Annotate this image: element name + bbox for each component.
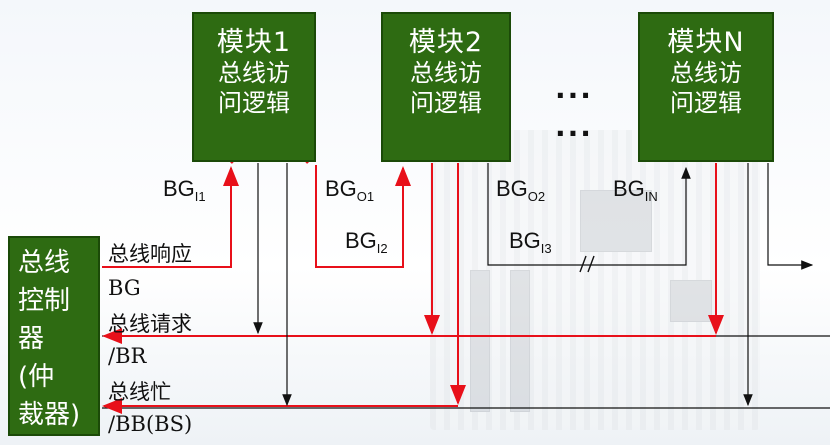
signal-bg-o2: BGO2 [496,176,546,204]
module-1-box: 模块1 总线访 问逻辑 [192,12,316,162]
bus-controller-box: 总线 控制 器 (仲 裁器) [8,236,100,436]
bg-o2-in-wire [487,163,691,266]
bg-o1-i2-wire [315,165,411,268]
module-n-box: 模块N 总线访 问逻辑 [638,12,774,162]
module-n-title: 模块N [667,27,745,58]
module-2-line2: 问逻辑 [410,89,482,117]
module-2-box: 模块2 总线访 问逻辑 [381,12,511,162]
bg-out-wire [767,163,814,270]
module-1-title: 模块1 [216,27,292,58]
module-n-line2: 问逻辑 [670,89,742,117]
bus-busy-label: 总线忙 [108,380,171,404]
bus-response-signal: BG [108,276,141,300]
signal-bg-in: BGIN [613,176,658,204]
signal-bg-i3: BGI3 [509,228,552,256]
controller-line1: 总线 [18,248,71,278]
controller-line4: (仲 [18,362,55,392]
chipset-graphic [670,280,712,322]
signal-bg-i1: BGI1 [163,176,206,204]
controller-line2: 控制 [18,286,71,316]
controller-line3: 器 [18,324,45,354]
motherboard-background-image [430,130,760,430]
ellipsis-2: ... [555,110,593,143]
controller-line5: 裁器) [18,400,81,430]
module-1-line2: 问逻辑 [218,89,290,117]
slot-graphic [470,270,490,412]
signal-bg-o1: BGO1 [325,176,375,204]
module-1-line1: 总线访 [218,59,290,87]
slot-graphic [510,270,530,412]
bus-response-label: 总线响应 [108,242,192,266]
module-n-line1: 总线访 [670,59,742,87]
bus-busy-signal: /BB(BS) [108,412,193,436]
bus-request-signal: /BR [108,344,147,368]
cpu-socket-graphic [580,190,652,252]
module-2-line1: 总线访 [410,59,482,87]
signal-bg-i2: BGI2 [345,228,388,256]
bus-request-label: 总线请求 [108,312,192,336]
ellipsis-1: ... [555,72,593,105]
module-2-title: 模块2 [408,27,484,58]
bg-i1-wire [102,166,239,268]
